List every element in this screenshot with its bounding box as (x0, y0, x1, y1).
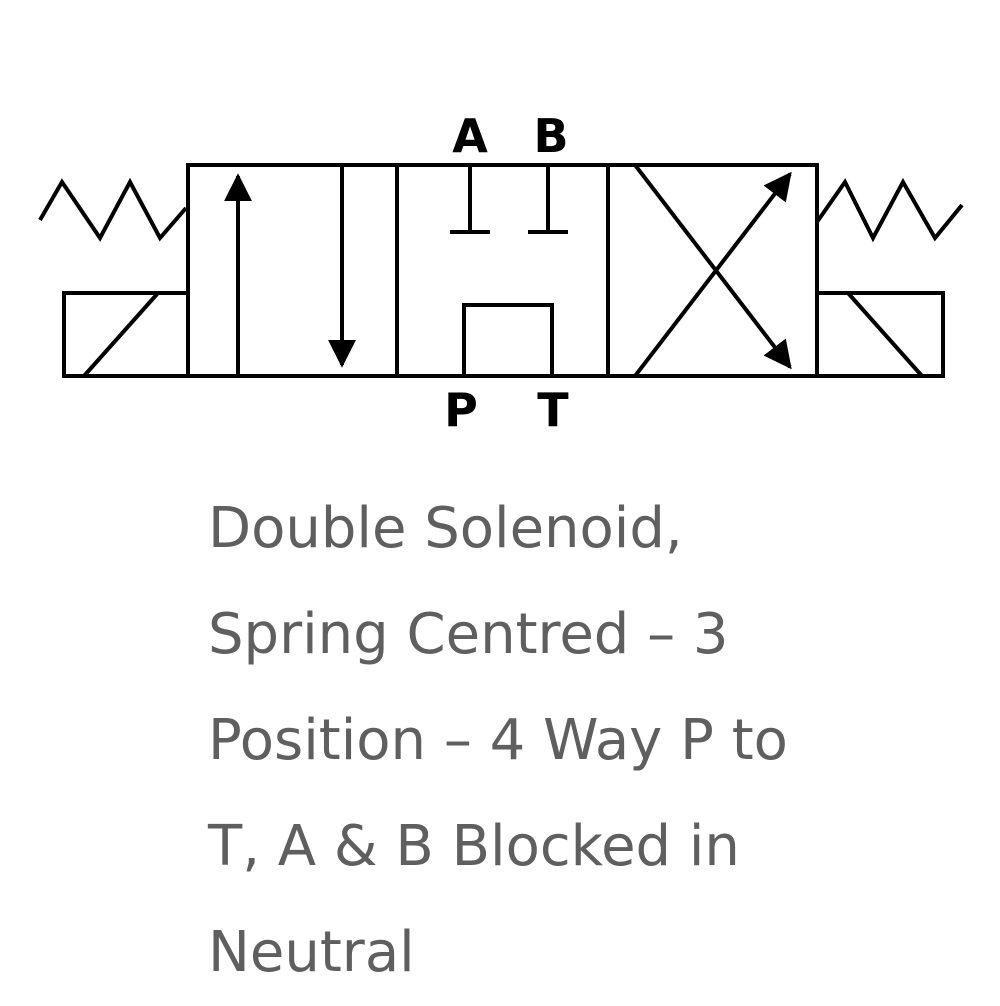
left-spring-icon (38, 177, 188, 242)
blocked-port-b (528, 165, 568, 234)
valve-description: Double Solenoid, Spring Centred – 3 Posi… (208, 476, 968, 1006)
caption-line: Position – 4 Way P to (208, 708, 788, 773)
port-label-a: A (452, 109, 488, 163)
port-label-p: P (444, 383, 478, 437)
caption-line: Neutral (208, 920, 415, 985)
left-solenoid-icon (62, 291, 190, 378)
valve-body (186, 163, 819, 378)
envelope-center (395, 163, 610, 378)
valve-symbol-diagram: A B P T (38, 109, 964, 437)
envelope-left (186, 163, 399, 378)
blocked-port-a (450, 165, 490, 234)
cross-arrow-up (633, 171, 792, 378)
caption-line: Spring Centred – 3 (208, 602, 729, 667)
right-spring-icon (815, 177, 964, 243)
p-to-t-passage (462, 303, 554, 376)
caption-line: Double Solenoid, (208, 496, 683, 561)
port-label-t: T (537, 383, 569, 437)
envelope-right (606, 163, 819, 378)
right-solenoid-icon (815, 291, 945, 378)
caption-line: T, A & B Blocked in (208, 814, 740, 879)
port-label-b: B (533, 109, 568, 163)
cross-arrow-down (633, 163, 792, 370)
